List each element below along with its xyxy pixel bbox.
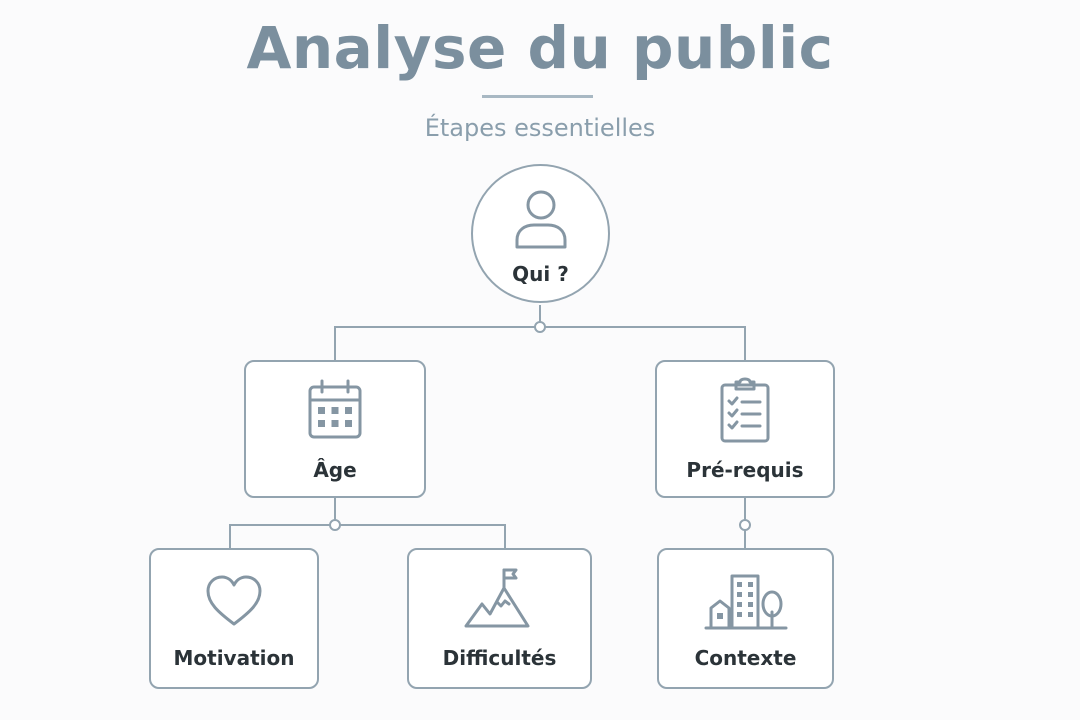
node-label-prerequis: Pré-requis <box>686 458 804 482</box>
title-divider <box>482 95 593 98</box>
connector-junction-prerequis <box>739 519 751 531</box>
heart-icon <box>151 574 317 628</box>
page-title: Analyse du public <box>246 14 834 82</box>
node-difficultes: Difficultés <box>407 548 592 689</box>
connector-junction-root <box>534 321 546 333</box>
node-prerequis: Pré-requis <box>655 360 835 498</box>
node-motivation: Motivation <box>149 548 319 689</box>
node-label-contexte: Contexte <box>694 646 797 670</box>
buildings-tree-icon <box>659 570 832 632</box>
node-label-age: Âge <box>313 458 357 482</box>
node-label-qui: Qui ? <box>512 262 569 286</box>
calendar-icon <box>246 378 424 442</box>
node-contexte: Contexte <box>657 548 834 689</box>
connector-junction-age <box>329 519 341 531</box>
node-label-difficultes: Difficultés <box>442 646 557 670</box>
connector-age-branches <box>229 524 506 548</box>
node-age: Âge <box>244 360 426 498</box>
node-qui: Qui ? <box>471 164 610 303</box>
node-label-motivation: Motivation <box>173 646 295 670</box>
page-subtitle: Étapes essentielles <box>424 114 656 142</box>
person-icon <box>473 186 608 250</box>
mountain-flag-icon <box>409 566 590 630</box>
clipboard-checklist-icon <box>657 376 833 444</box>
